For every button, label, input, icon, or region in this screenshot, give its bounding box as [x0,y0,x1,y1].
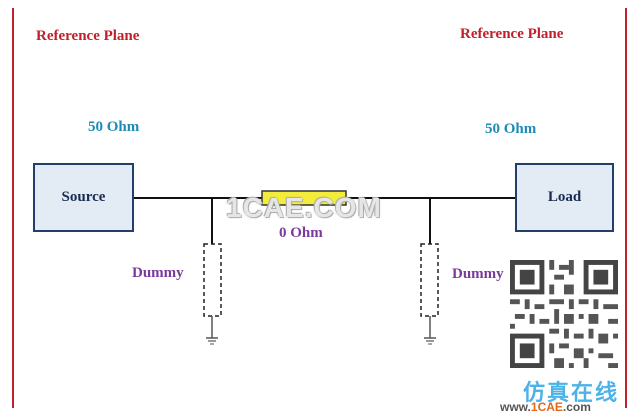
ground-right-icon [424,337,436,345]
ground-left-icon [206,337,218,345]
watermark-url-prefix: www. [500,400,531,414]
impedance-right-label: 50 Ohm [485,121,537,137]
reference-plane-right-line [625,8,627,408]
load-block: Load [515,163,614,232]
dummy-left-label: Dummy [132,265,184,281]
dummy-left-element [203,243,222,317]
reference-plane-left-line [12,8,14,408]
load-label: Load [547,189,582,205]
zero-ohm-element [261,190,347,206]
watermark-url: www.1CAE.com [500,400,591,414]
reference-plane-left-label: Reference Plane [36,28,140,44]
dummy-right-element [420,243,439,317]
qr-code-icon [510,260,618,368]
impedance-center-label: 0 Ohm [279,225,323,241]
watermark-url-brand: 1CAE [530,400,563,414]
reference-plane-right-label: Reference Plane [460,26,564,42]
watermark-text: 1CAE.COM [226,192,382,223]
dummy-right-label: Dummy [452,266,504,282]
source-label: Source [61,189,106,205]
impedance-left-label: 50 Ohm [88,119,140,135]
watermark-url-suffix: .com [562,400,591,414]
source-block: Source [33,163,134,232]
watermark-chinese-text: 仿真在线 [523,381,620,406]
